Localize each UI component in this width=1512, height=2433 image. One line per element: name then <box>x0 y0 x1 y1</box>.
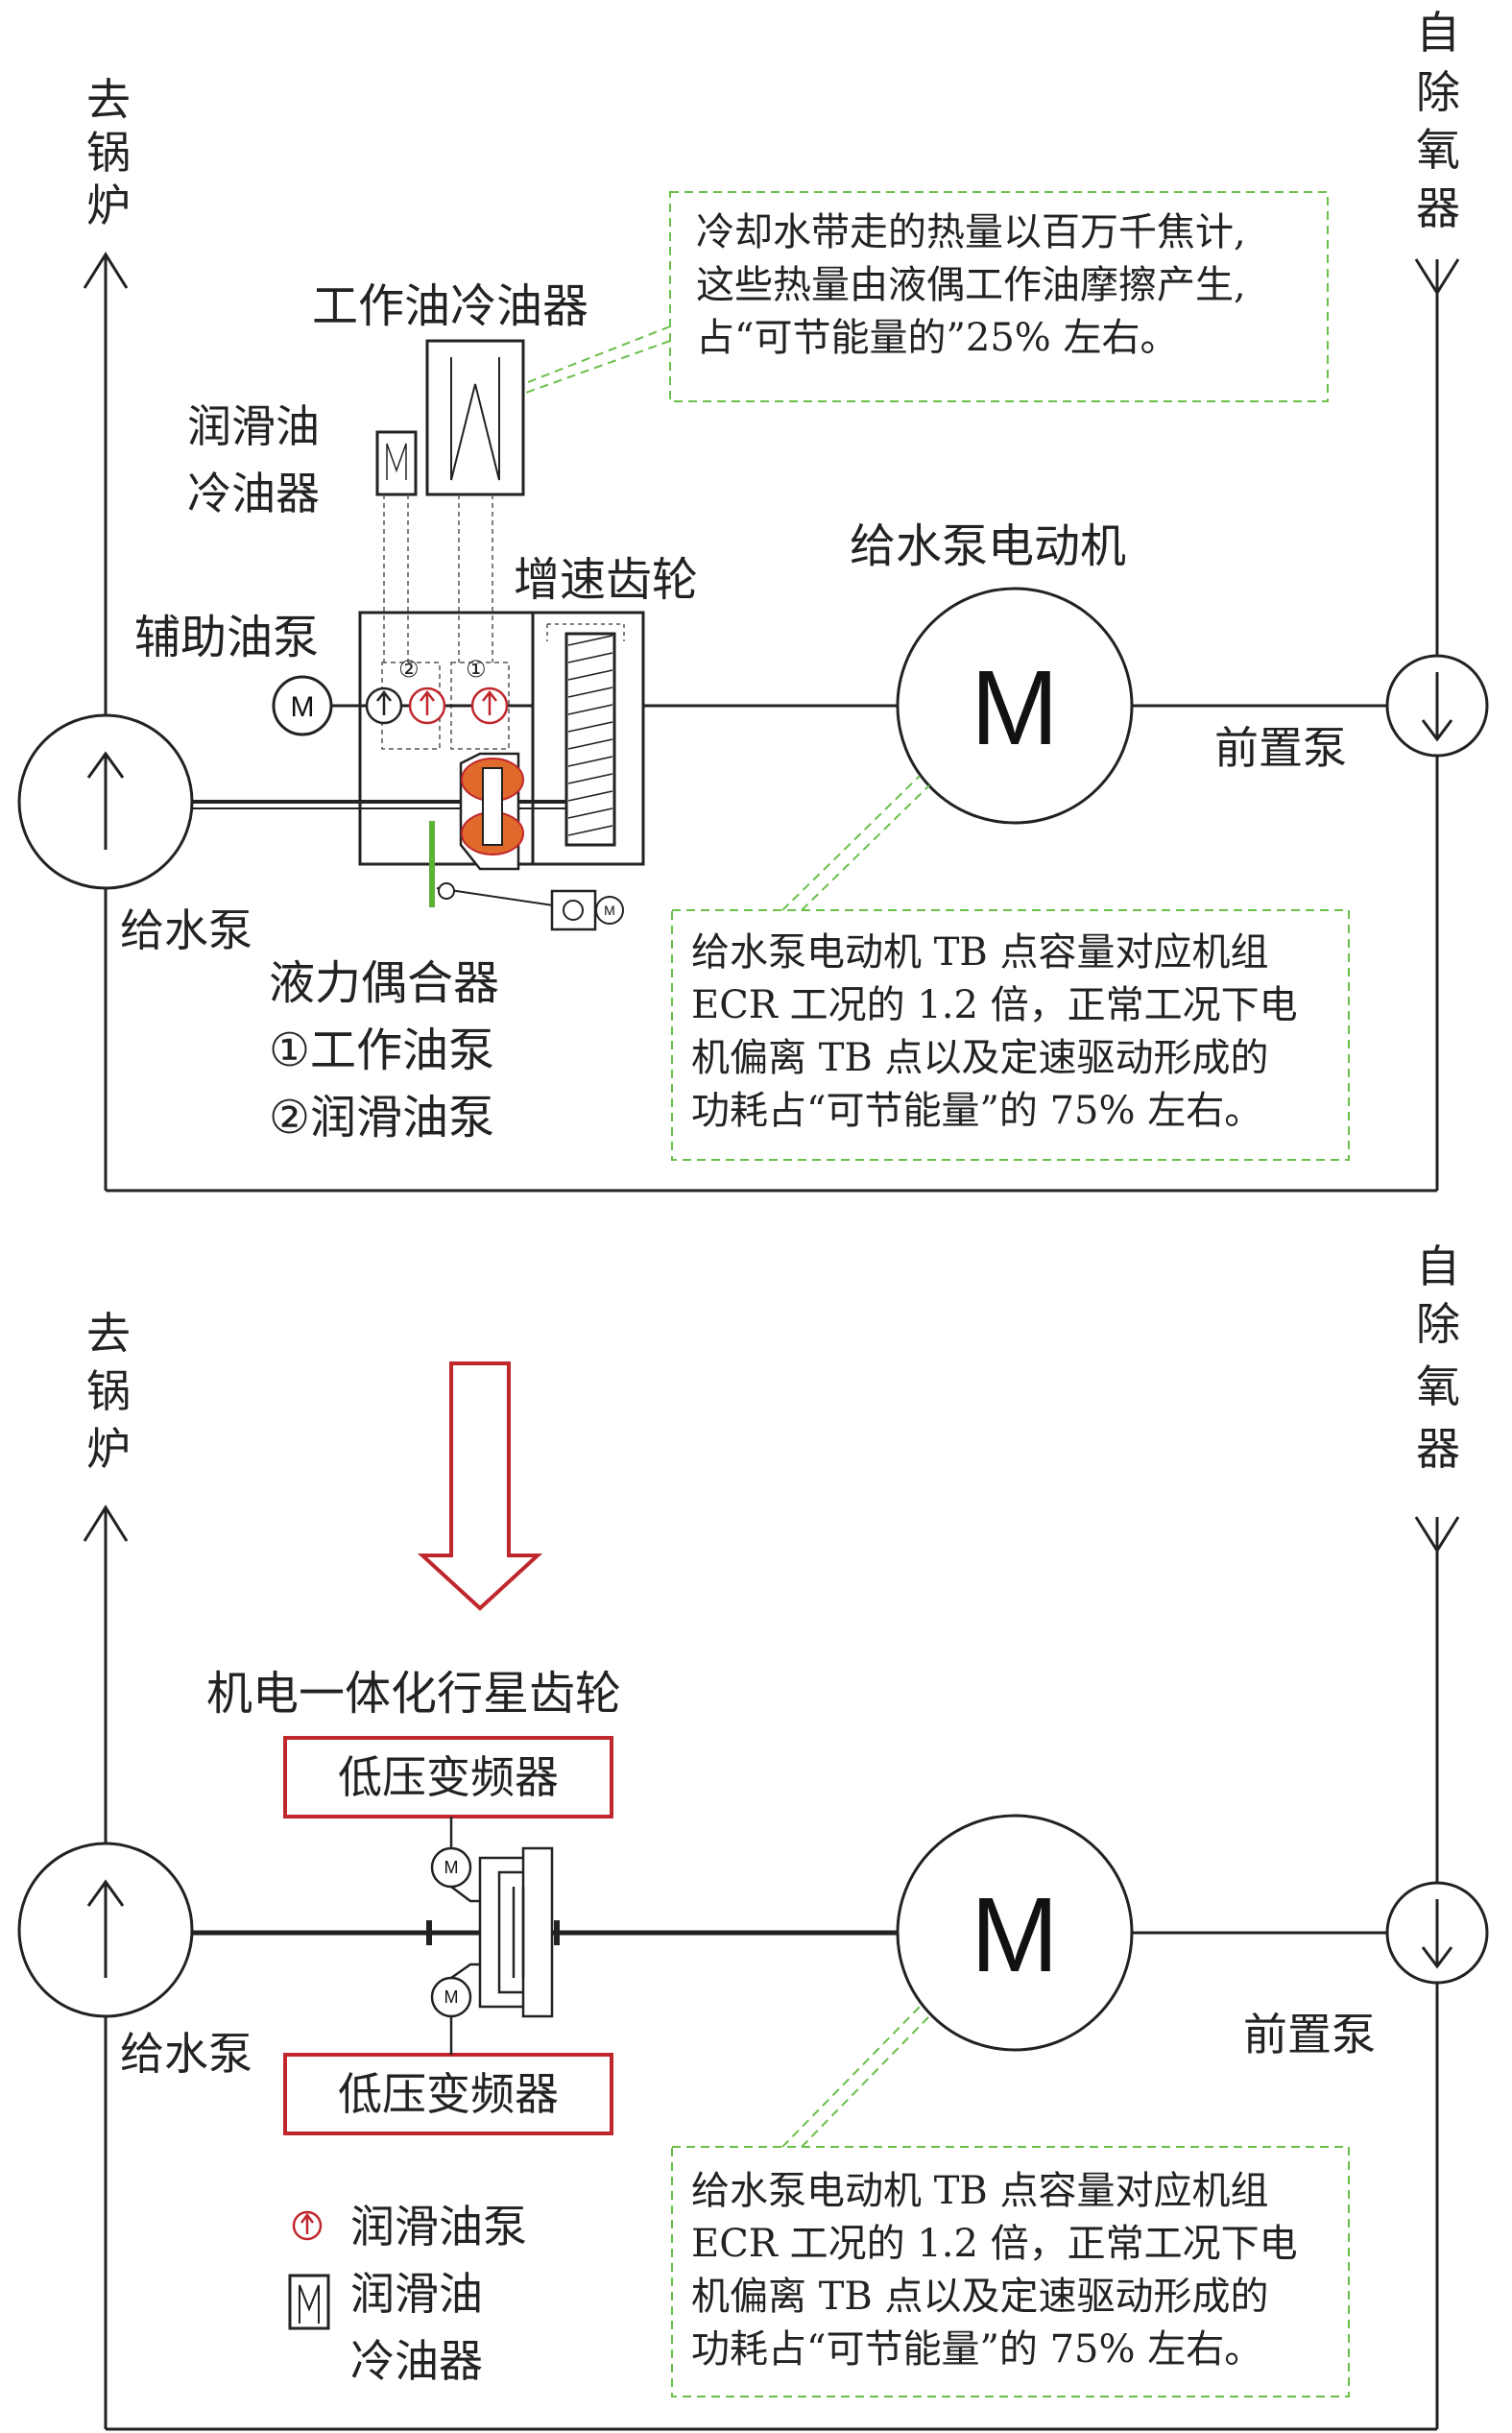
work-oil-cooler <box>425 339 525 496</box>
vfd-top: 低压变频器 <box>283 1736 613 1819</box>
svg-text:机偏离 TB 点以及定速驱动形成的: 机偏离 TB 点以及定速驱动形成的 <box>691 1036 1269 1080</box>
legend-lube-pump-label: 润滑油泵 <box>350 2201 527 2252</box>
scoop-lever: M <box>429 821 624 931</box>
feed-pump-label: 给水泵 <box>120 904 252 956</box>
svg-text:氧: 氧 <box>1416 124 1460 176</box>
svg-text:冷却水带走的热量以百万千焦计,: 冷却水带走的热量以百万千焦计, <box>696 210 1246 254</box>
vfd-bottom: 低压变频器 <box>283 2053 613 2135</box>
deaerator-label: 自 除 氧 器 <box>1416 7 1460 234</box>
feed-pump <box>17 713 194 890</box>
svg-text:M: M <box>604 903 615 918</box>
planetary-gear-label: 机电一体化行星齿轮 <box>206 1667 621 1721</box>
svg-text:低压变频器: 低压变频器 <box>338 2068 559 2120</box>
planetary-gear <box>430 1817 554 2055</box>
svg-text:ECR 工况的 1.2 倍，正常工况下电: ECR 工况的 1.2 倍，正常工况下电 <box>691 2222 1298 2266</box>
note-motor-box <box>671 909 1350 1161</box>
vfd-bottom-motor-letter: M <box>444 1987 459 2007</box>
motor-title: 给水泵电动机 <box>850 519 1126 573</box>
pump-mark-2: ② <box>398 656 420 683</box>
svg-text:自: 自 <box>1416 7 1460 59</box>
aux-pump-motor: M <box>272 675 333 736</box>
aux-oil-pump <box>365 687 403 725</box>
lube-oil-cooler-label: 润滑油 冷油器 <box>187 400 320 519</box>
svg-text:低压变频器: 低压变频器 <box>338 1751 559 1803</box>
booster-pump-bottom <box>1385 1881 1489 1985</box>
feed-pump-bottom <box>17 1842 194 2018</box>
note-top-leader <box>522 325 671 395</box>
note-top-box <box>669 191 1329 402</box>
svg-text:氧: 氧 <box>1416 1361 1460 1412</box>
gear-hatch <box>567 635 613 836</box>
svg-text:去: 去 <box>86 74 131 126</box>
svg-text:功耗占“可节能量”的 75% 左右。: 功耗占“可节能量”的 75% 左右。 <box>691 1089 1262 1133</box>
gear-oil-path <box>546 623 625 641</box>
bottom-diagram: 去 锅 炉 自 除 氧 器 给水泵 M <box>17 1241 1489 2431</box>
transition-arrow <box>417 1361 543 1611</box>
svg-text:器: 器 <box>1416 1423 1460 1475</box>
svg-text:给水泵电动机 TB 点容量对应机组: 给水泵电动机 TB 点容量对应机组 <box>691 2169 1269 2213</box>
work-oil-cooler-label: 工作油冷油器 <box>312 279 588 333</box>
svg-text:给水泵电动机 TB 点容量对应机组: 给水泵电动机 TB 点容量对应机组 <box>691 930 1269 975</box>
svg-text:锅: 锅 <box>86 127 131 179</box>
vfd-top-motor-letter: M <box>444 1858 459 1877</box>
lube-oil-pump <box>408 687 446 725</box>
deaerator-label-bottom: 自 除 氧 器 <box>1416 1241 1460 1475</box>
note-motor-leader-bottom <box>781 2006 930 2148</box>
booster-pump-label: 前置泵 <box>1214 722 1347 774</box>
svg-text:M: M <box>971 649 1059 767</box>
svg-text:炉: 炉 <box>86 1423 131 1475</box>
svg-text:液力偶合器: 液力偶合器 <box>269 956 499 1010</box>
svg-text:占“可节能量的”25% 左右。: 占“可节能量的”25% 左右。 <box>696 316 1179 360</box>
work-oil-pump <box>470 687 509 725</box>
svg-text:润滑油: 润滑油 <box>350 2268 483 2320</box>
svg-text:器: 器 <box>1416 182 1460 234</box>
note-motor-text-bottom: 给水泵电动机 TB 点容量对应机组 ECR 工况的 1.2 倍，正常工况下电 机… <box>691 2169 1298 2372</box>
aux-oil-pump-label: 辅助油泵 <box>134 611 319 664</box>
svg-text:除: 除 <box>1416 66 1460 118</box>
lube-oil-cooler <box>375 430 418 496</box>
booster-pump <box>1385 654 1489 758</box>
coupling-label: 液力偶合器 ①工作油泵 ②润滑油泵 <box>269 956 499 1144</box>
gear-label: 增速齿轮 <box>514 553 698 607</box>
svg-text:这些热量由液偶工作油摩擦产生,: 这些热量由液偶工作油摩擦产生, <box>696 263 1246 307</box>
svg-text:冷油器: 冷油器 <box>187 468 320 519</box>
booster-pump-label-bottom: 前置泵 <box>1243 2009 1376 2060</box>
svg-text:冷油器: 冷油器 <box>350 2335 483 2387</box>
svg-text:去: 去 <box>86 1308 131 1360</box>
legend-lube-pump-icon <box>292 2210 323 2241</box>
note-motor-text: 给水泵电动机 TB 点容量对应机组 ECR 工况的 1.2 倍，正常工况下电 机… <box>691 930 1298 1133</box>
svg-text:除: 除 <box>1416 1298 1460 1350</box>
coupling-rotor <box>459 752 524 871</box>
note-motor-box-bottom <box>671 2146 1350 2397</box>
svg-text:M: M <box>291 691 315 723</box>
svg-text:自: 自 <box>1416 1241 1460 1292</box>
svg-text:M: M <box>971 1876 1059 1994</box>
pump-mark-1: ① <box>466 656 487 683</box>
svg-text:机偏离 TB 点以及定速驱动形成的: 机偏离 TB 点以及定速驱动形成的 <box>691 2275 1269 2319</box>
svg-text:①工作油泵: ①工作油泵 <box>269 1024 494 1077</box>
svg-text:锅: 锅 <box>86 1365 131 1417</box>
main-motor: M <box>896 587 1134 825</box>
legend-lube-cooler-label: 润滑油 冷油器 <box>350 2268 483 2387</box>
svg-text:②润滑油泵: ②润滑油泵 <box>269 1091 494 1144</box>
note-top-text: 冷却水带走的热量以百万千焦计, 这些热量由液偶工作油摩擦产生, 占“可节能量的”… <box>696 210 1246 360</box>
main-motor-bottom: M <box>896 1814 1134 2052</box>
svg-text:ECR 工况的 1.2 倍，正常工况下电: ECR 工况的 1.2 倍，正常工况下电 <box>691 983 1298 1027</box>
legend-lube-cooler-icon <box>288 2274 330 2330</box>
to-boiler-label-bottom: 去 锅 炉 <box>86 1308 131 1475</box>
top-diagram: 去 锅 炉 自 除 氧 器 给水泵 <box>17 7 1489 1192</box>
to-boiler-label: 去 锅 炉 <box>86 74 131 231</box>
feed-pump-label-bottom: 给水泵 <box>120 2028 252 2080</box>
svg-text:润滑油: 润滑油 <box>187 400 320 452</box>
svg-text:炉: 炉 <box>86 180 131 231</box>
note-motor-leader <box>781 775 930 911</box>
svg-text:功耗占“可节能量”的 75% 左右。: 功耗占“可节能量”的 75% 左右。 <box>691 2327 1262 2372</box>
